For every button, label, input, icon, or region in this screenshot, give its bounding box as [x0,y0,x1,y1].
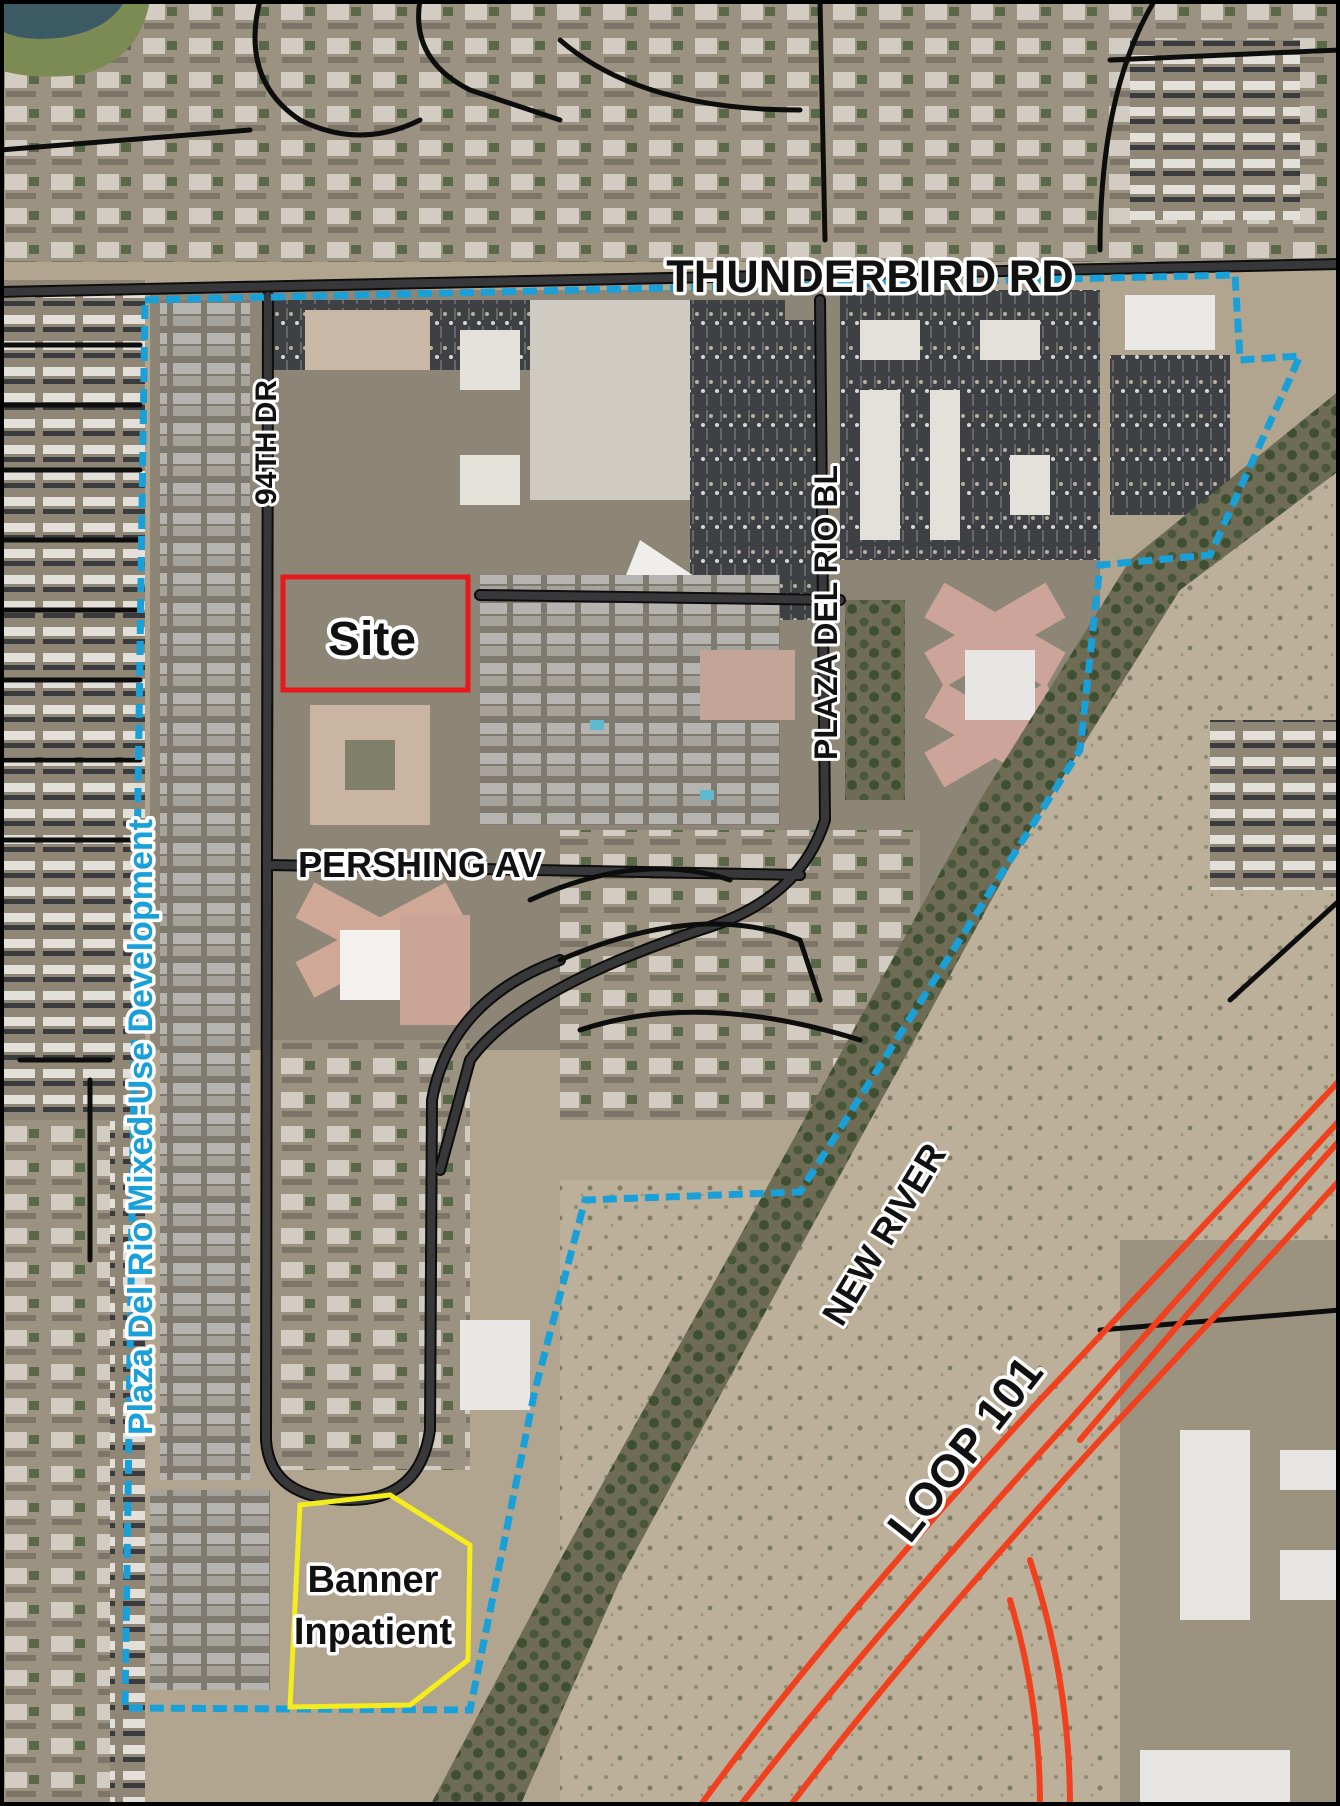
site-label: Site [328,613,416,666]
banner-label-line1: Banner [308,1559,439,1601]
building-southwest [400,915,470,1025]
plaza-del-rio-bl-label: PLAZA DEL RIO BL [808,465,844,760]
industrial-bldg-3 [1280,1550,1340,1600]
banner-outline [287,1492,473,1710]
office-bldg-1 [860,320,920,360]
retail-ne [1125,295,1215,350]
south-neighborhood-2 [270,1040,470,1470]
golf-turf [0,0,150,77]
apartment-complex-ne [1130,40,1300,220]
residential-east [1210,720,1340,890]
parking-ne [1110,355,1230,515]
building-central-2 [460,330,520,390]
building-south [460,1320,530,1410]
river-vegetation [430,390,1340,1806]
thunderbird-rd-label: THUNDERBIRD RD [666,251,1073,302]
office-bldg-3 [860,390,900,540]
apartment-pool [590,720,604,730]
building-retail-mid [700,650,795,720]
golf-water [0,0,125,39]
parking-main [690,320,820,620]
development-label: Plaza Del Rio Mixed-Use Development [122,819,160,1435]
industrial-bldg-4 [1140,1750,1290,1806]
courtyard-inner [345,740,395,790]
west-neighborhood-south [0,1120,110,1806]
94th-dr-label: 94TH DR [250,380,283,505]
loop-101-freeway [697,1077,1340,1806]
road-network [0,0,1340,1506]
banner-label-line2: Inpatient [294,1611,453,1653]
apartment-pool-2 [700,790,714,800]
office-bldg-4 [930,390,960,540]
pershing-av-label: PERSHING AV [298,844,542,885]
industrial-bldg-2 [1280,1450,1340,1490]
greenhouse-rows [845,600,905,800]
medical-campus [530,300,690,500]
building-central [305,310,430,370]
development-boundary [121,271,1306,1714]
site-outline [280,574,471,693]
industrial-bldg-1 [1180,1430,1250,1620]
strip-buildings-west [160,300,250,1480]
apartments-sw [150,1490,270,1690]
office-bldg-2 [980,320,1040,360]
building-central-3 [460,455,520,505]
office-bldg-5 [1010,455,1050,515]
